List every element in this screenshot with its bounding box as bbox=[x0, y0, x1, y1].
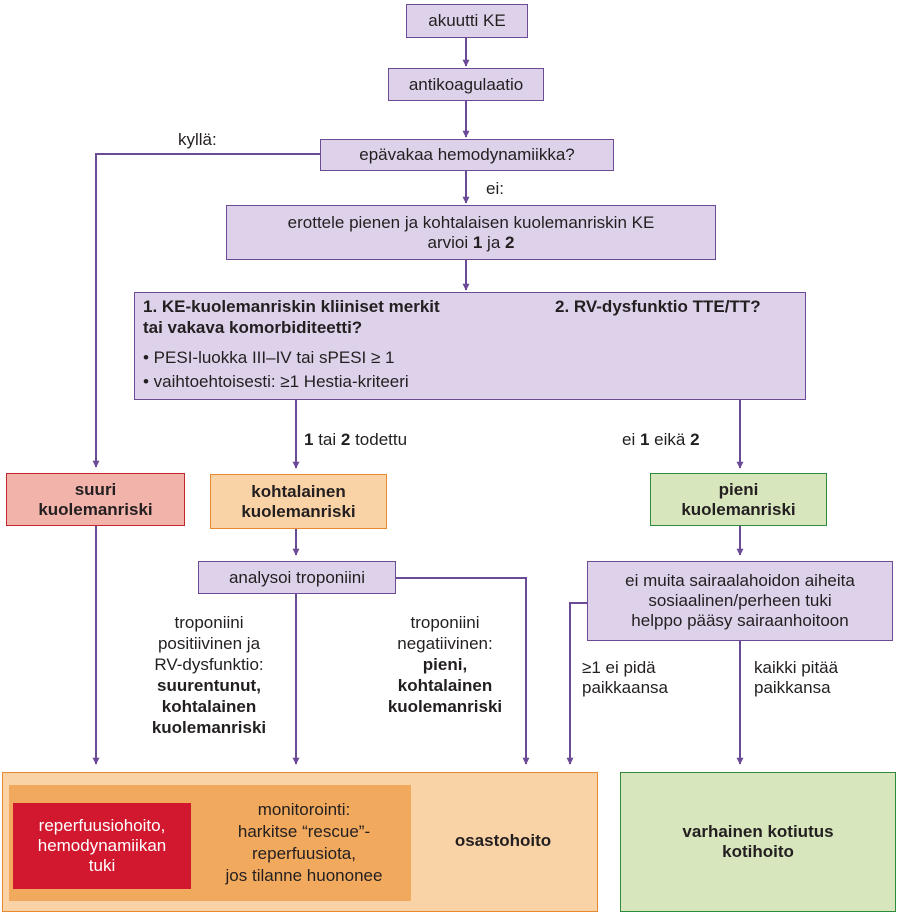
trop-neg-line3: pieni, bbox=[422, 655, 468, 674]
criteria-1-bullet-hestia: • vaihtoehtoisesti: ≥1 Hestia-kriteeri bbox=[143, 372, 409, 391]
neither-n2: 2 bbox=[690, 430, 700, 449]
edge-label-confirmed: 1 tai 2 todettu bbox=[304, 430, 407, 450]
intermediate-line2: kuolemanriski bbox=[241, 501, 356, 521]
node-reperfusion: reperfuusiohoito, hemodynamiikan tuki bbox=[13, 803, 191, 889]
node-criteria: 1. KE-kuolemanriskin kliiniset merkit ta… bbox=[134, 292, 806, 400]
home-criteria-line2: sosiaalinen/perheen tuki bbox=[648, 591, 832, 610]
edge-label-pass: kaikki pitää paikkansa bbox=[754, 658, 838, 698]
node-home-criteria: ei muita sairaalahoidon aiheita sosiaali… bbox=[587, 561, 893, 641]
node-low-risk: pieni kuolemanriski bbox=[650, 473, 827, 526]
fail-line1: ≥1 ei pidä bbox=[582, 658, 656, 677]
trop-pos-line5: kohtalainen bbox=[161, 697, 257, 716]
pass-line2: paikkansa bbox=[754, 678, 831, 697]
high-risk-line1: suuri bbox=[74, 479, 117, 499]
criteria-1-title-line2: tai vakava komorbiditeetti? bbox=[143, 318, 363, 337]
monitoring-text: monitorointi: harkitse “rescue”- reperfu… bbox=[199, 799, 409, 887]
node-hemodynamics-label: epävakaa hemodynamiikka? bbox=[359, 145, 575, 164]
distinguish-n1: 1 bbox=[472, 232, 483, 252]
pass-line1: kaikki pitää bbox=[754, 658, 839, 677]
low-risk-line2: kuolemanriski bbox=[681, 499, 796, 519]
edge-troponin-negative bbox=[396, 577, 530, 765]
trop-neg-line1: troponiini bbox=[410, 613, 480, 632]
node-high-risk: suuri kuolemanriski bbox=[6, 473, 185, 526]
node-intermediate-risk: kohtalainen kuolemanriski bbox=[210, 474, 387, 529]
confirmed-post: todettu bbox=[350, 430, 408, 449]
edge-label-yes: kyllä: bbox=[178, 130, 217, 149]
reperfusion-line3: tuki bbox=[88, 856, 116, 875]
trop-pos-line1: troponiini bbox=[174, 613, 244, 632]
distinguish-n2: 2 bbox=[505, 232, 515, 252]
discharge-line2: kotihoito bbox=[722, 842, 794, 861]
distinguish-pre: arvioi bbox=[427, 232, 473, 252]
reperfusion-line1: reperfuusiohoito, bbox=[38, 816, 166, 835]
home-criteria-line1: ei muita sairaalahoidon aiheita bbox=[625, 571, 855, 590]
criteria-2-title: 2. RV-dysfunktio TTE/TT? bbox=[555, 297, 761, 316]
neither-pre: ei bbox=[622, 430, 640, 449]
node-acute-pe: akuutti KE bbox=[406, 4, 528, 38]
reperfusion-line2: hemodynamiikan bbox=[37, 836, 167, 855]
edge-label-fail: ≥1 ei pidä paikkaansa bbox=[582, 658, 668, 698]
edge-label-no: ei: bbox=[486, 179, 504, 198]
node-acute-pe-label: akuutti KE bbox=[428, 11, 506, 30]
criteria-1-bullet-pesi: • PESI-luokka III–IV tai sPESI ≥ 1 bbox=[143, 348, 395, 367]
node-troponin: analysoi troponiini bbox=[198, 561, 396, 594]
confirmed-n1: 1 bbox=[304, 430, 314, 449]
edge-hemo-yes bbox=[92, 153, 320, 468]
node-monitoring: reperfuusiohoito, hemodynamiikan tuki mo… bbox=[9, 785, 411, 901]
edge-label-troponin-positive: troponiini positiivinen ja RV-dysfunktio… bbox=[134, 612, 284, 738]
node-anticoagulation: antikoagulaatio bbox=[388, 68, 544, 101]
trop-neg-line2: negatiivinen: bbox=[397, 634, 493, 653]
neither-n1: 1 bbox=[639, 430, 650, 449]
neither-mid: eikä bbox=[649, 430, 691, 449]
monitoring-line3: reperfuusiota, bbox=[252, 844, 356, 863]
ward-care-label: osastohoito bbox=[454, 831, 552, 850]
discharge-line1: varhainen kotiutus bbox=[682, 822, 834, 841]
intermediate-line1: kohtalainen bbox=[251, 481, 346, 501]
trop-pos-line4: suurentunut, bbox=[157, 676, 261, 695]
node-anticoagulation-label: antikoagulaatio bbox=[408, 74, 524, 94]
edge-homecare-fail bbox=[566, 602, 587, 765]
high-risk-line2: kuolemanriski bbox=[38, 499, 153, 519]
edge-label-troponin-negative: troponiini negatiivinen: pieni, kohtalai… bbox=[370, 612, 520, 717]
monitoring-line4: jos tilanne huononee bbox=[225, 866, 383, 885]
trop-pos-line3: RV-dysfunktio: bbox=[154, 655, 264, 674]
edge-label-neither: ei 1 eikä 2 bbox=[622, 430, 700, 450]
home-criteria-line3: helppo pääsy sairaanhoitoon bbox=[631, 611, 849, 630]
monitoring-line1: monitorointi: bbox=[257, 800, 351, 819]
node-distinguish-line1: erottele pienen ja kohtalaisen kuolemanr… bbox=[287, 212, 655, 232]
trop-pos-line2: positiivinen ja bbox=[157, 634, 261, 653]
trop-pos-line6: kuolemanriski bbox=[151, 718, 267, 737]
node-hemodynamics: epävakaa hemodynamiikka? bbox=[320, 139, 614, 171]
confirmed-mid: tai bbox=[313, 430, 341, 449]
node-distinguish: erottele pienen ja kohtalaisen kuolemanr… bbox=[226, 205, 716, 260]
node-early-discharge: varhainen kotiutus kotihoito bbox=[620, 772, 896, 912]
trop-neg-line4: kohtalainen bbox=[397, 676, 493, 695]
distinguish-mid: ja bbox=[482, 232, 506, 252]
trop-neg-line5: kuolemanriski bbox=[387, 697, 503, 716]
low-risk-line1: pieni bbox=[718, 479, 759, 499]
confirmed-n2: 2 bbox=[340, 430, 351, 449]
node-ward-care: reperfuusiohoito, hemodynamiikan tuki mo… bbox=[2, 772, 598, 912]
criteria-1-title-line1: 1. KE-kuolemanriskin kliiniset merkit bbox=[143, 297, 440, 316]
node-troponin-label: analysoi troponiini bbox=[228, 567, 366, 587]
node-distinguish-line2: arvioi 1 ja 2 bbox=[428, 233, 515, 253]
fail-line2: paikkaansa bbox=[582, 678, 669, 697]
monitoring-line2: harkitse “rescue”- bbox=[237, 822, 371, 841]
